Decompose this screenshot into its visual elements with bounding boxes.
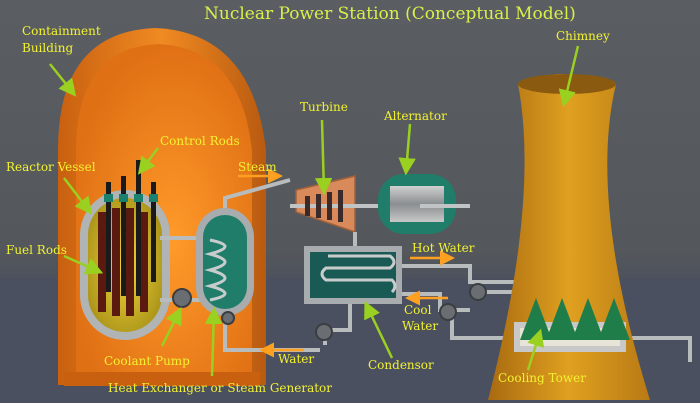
page-title: Nuclear Power Station (Conceptual Model) (204, 4, 576, 24)
label-coolant-pump: Coolant Pump (104, 354, 190, 368)
label-fuel-rods: Fuel Rods (6, 243, 67, 257)
condensor-pointer (364, 300, 394, 359)
label-reactor-vessel: Reactor Vessel (6, 160, 96, 174)
secondary-pump (221, 311, 235, 325)
coolant-pump (172, 288, 192, 308)
control-rods (104, 160, 158, 296)
circulation-pump-upper (469, 283, 487, 301)
containment-building (58, 28, 266, 386)
containment-pointer (49, 63, 77, 97)
turbine-pointer (314, 119, 333, 196)
label-cool-line2: Water (402, 319, 439, 333)
steam-generator (196, 178, 320, 352)
label-containment-line1: Containment (22, 24, 101, 38)
condensor (304, 232, 402, 304)
feedwater-pump (315, 323, 333, 341)
control-rods-pointer (137, 147, 159, 175)
label-cooling-tower: Cooling Tower (498, 371, 586, 385)
label-condensor: Condensor (368, 358, 434, 372)
heat-exchanger-pointer (204, 306, 223, 377)
flow-arrows (238, 168, 455, 358)
label-containment-line2: Building (22, 41, 74, 55)
alternator (378, 174, 470, 234)
alternator-pointer (398, 123, 416, 176)
reactor-vessel-pointer (63, 177, 93, 215)
chimney-pointer (558, 45, 580, 108)
cooling-tower-pointer (526, 328, 545, 371)
label-control-rods: Control Rods (160, 134, 240, 148)
label-cool-line1: Cool (404, 303, 432, 317)
label-alternator: Alternator (384, 109, 447, 123)
label-hot-water: Hot Water (412, 241, 475, 255)
coolant-pump-pointer (160, 306, 182, 347)
label-turbine: Turbine (300, 100, 348, 114)
label-heat-exchanger: Heat Exchanger or Steam Generator (108, 381, 333, 395)
label-steam: Steam (238, 160, 277, 174)
fuel-rods-pointer (63, 254, 104, 275)
label-pointers (49, 45, 580, 377)
circulation-pump-lower (439, 303, 457, 321)
cooling-tower (488, 74, 650, 400)
label-chimney: Chimney (556, 29, 610, 43)
label-water: Water (278, 352, 315, 366)
